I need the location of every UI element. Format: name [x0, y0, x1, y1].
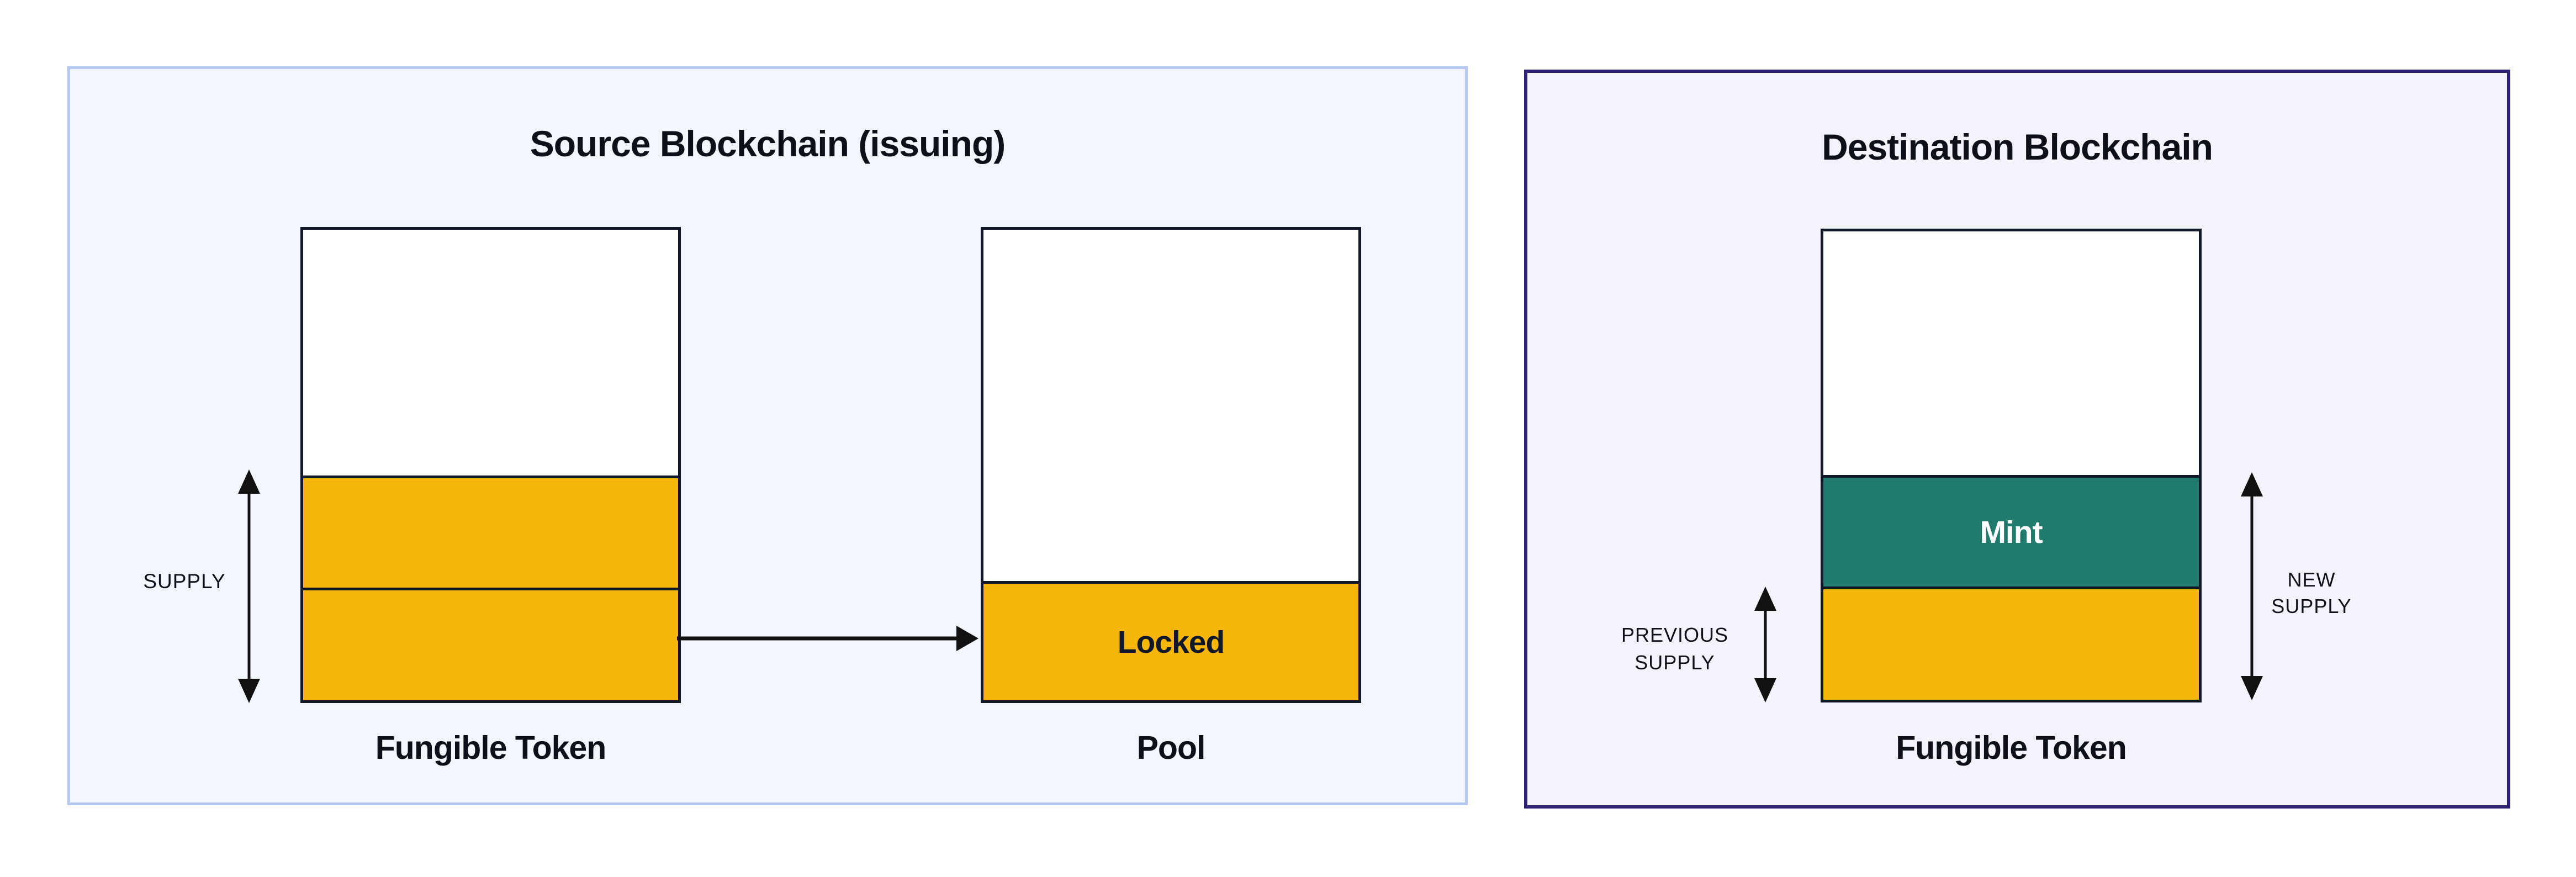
source-bar-supply-upper-segment [303, 476, 678, 588]
arrow-head-down-icon [238, 679, 260, 703]
arrow-line [2250, 492, 2254, 680]
arrow-head-down-icon [2241, 676, 2263, 700]
transfer-arrow-icon [677, 626, 978, 651]
new-supply-label: NEW SUPPLY [2229, 567, 2394, 620]
source-panel-title: Source Blockchain (issuing) [530, 123, 1006, 164]
previous-supply-label-line1: PREVIOUS [1621, 624, 1729, 646]
new-supply-label-line1: NEW [2287, 568, 2336, 591]
destination-bar-mint-segment: Mint [1823, 475, 2199, 587]
destination-fungible-token-bar: Mint [1821, 229, 2202, 702]
destination-fungible-token-label: Fungible Token [1896, 730, 2127, 766]
new-supply-range-arrow-icon [2240, 472, 2264, 700]
mint-label: Mint [1980, 514, 2043, 550]
supply-range-arrow-icon [237, 469, 261, 703]
source-fungible-token-label: Fungible Token [375, 730, 607, 766]
previous-supply-range-arrow-icon [1753, 587, 1778, 702]
supply-label: SUPPLY [143, 570, 226, 593]
locked-label: Locked [1117, 624, 1225, 660]
previous-supply-label: PREVIOUS SUPPLY [1592, 621, 1758, 677]
source-fungible-token-bar [300, 227, 681, 703]
destination-bar-previous-supply-segment [1823, 587, 2199, 700]
pool-label: Pool [1136, 730, 1206, 766]
arrow-line [247, 489, 251, 683]
arrow-line [1764, 606, 1767, 683]
destination-panel-title: Destination Blockchain [1822, 126, 2213, 167]
source-blockchain-panel: Source Blockchain (issuing) SUPPLY Locke… [67, 66, 1468, 805]
previous-supply-label-line2: SUPPLY [1635, 651, 1715, 674]
destination-blockchain-panel: Destination Blockchain Mint PREVIOUS SUP… [1524, 70, 2510, 809]
pool-empty-segment [983, 230, 1358, 581]
source-bar-supply-lower-segment [303, 588, 678, 700]
arrow-line [677, 636, 960, 641]
new-supply-label-line2: SUPPLY [2271, 595, 2352, 617]
arrow-head-right-icon [956, 626, 978, 651]
pool-bar: Locked [981, 227, 1361, 703]
source-bar-empty-segment [303, 230, 678, 476]
arrow-head-down-icon [1754, 678, 1776, 702]
pool-locked-segment: Locked [983, 581, 1358, 700]
destination-bar-empty-segment [1823, 231, 2199, 475]
